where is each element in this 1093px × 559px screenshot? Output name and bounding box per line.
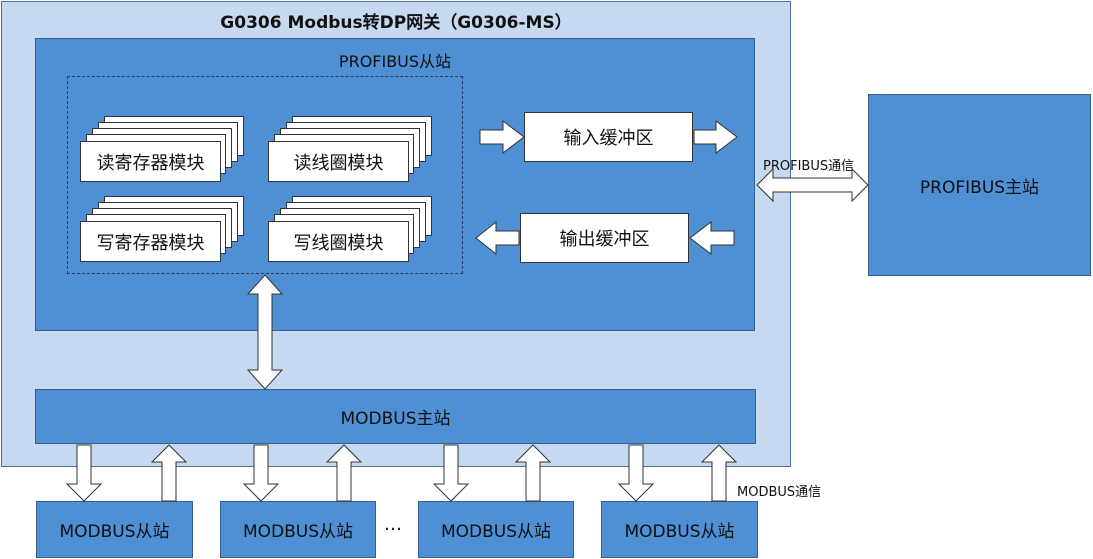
modbus-master: MODBUS主站 xyxy=(35,389,756,444)
modbus-slave-4: MODBUS从站 xyxy=(601,501,758,558)
down-arrow-icon xyxy=(65,444,103,502)
modbus-slave-3: MODBUS从站 xyxy=(418,501,574,558)
up-arrow-icon xyxy=(325,444,363,502)
double-vertical-arrow-icon xyxy=(246,274,284,390)
modbus-slave-2: MODBUS从站 xyxy=(220,501,376,558)
right-arrow-icon xyxy=(479,119,525,155)
module-read-coils: 读线圈模块 xyxy=(268,141,409,182)
up-arrow-icon xyxy=(700,444,738,502)
module-group xyxy=(67,76,463,274)
down-arrow-icon xyxy=(617,444,655,502)
down-arrow-icon xyxy=(432,444,470,502)
modbus-slave-1: MODBUS从站 xyxy=(36,501,193,558)
modbus-comm-label: MODBUS通信 xyxy=(737,485,822,500)
module-write-registers: 写寄存器模块 xyxy=(80,221,221,262)
module-write-coils: 写线圈模块 xyxy=(268,221,409,262)
output-buffer: 输出缓冲区 xyxy=(520,213,689,263)
gateway-title: G0306 Modbus转DP网关（G0306-MS） xyxy=(220,13,572,33)
double-arrow-icon xyxy=(756,167,869,203)
module-read-registers: 读寄存器模块 xyxy=(80,141,221,182)
left-arrow-icon xyxy=(689,220,735,256)
profibus-comm-label: PROFIBUS通信 xyxy=(763,159,855,174)
left-arrow-icon xyxy=(475,220,520,256)
profibus-slave-title: PROFIBUS从站 xyxy=(338,52,452,71)
input-buffer: 输入缓冲区 xyxy=(524,112,693,162)
profibus-master: PROFIBUS主站 xyxy=(868,94,1091,276)
down-arrow-icon xyxy=(242,444,280,502)
up-arrow-icon xyxy=(150,444,188,502)
right-arrow-icon xyxy=(693,119,738,155)
profibus-slave-block xyxy=(35,38,755,331)
up-arrow-icon xyxy=(514,444,552,502)
ellipsis: … xyxy=(384,514,402,535)
